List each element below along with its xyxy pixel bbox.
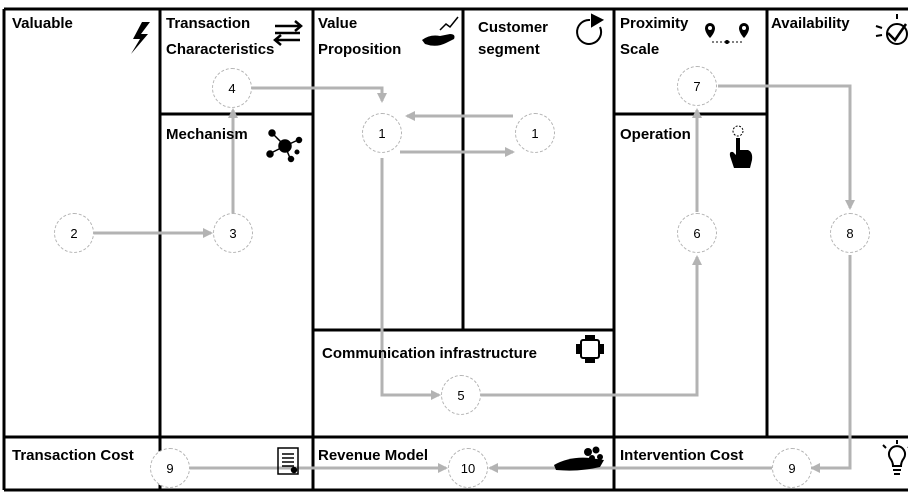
proximity-scale-label-line2: Scale: [620, 41, 660, 58]
arrow-7-to-8: [718, 84, 855, 210]
step-circle-5: 5: [441, 375, 481, 415]
arrow-1-to-5: [380, 158, 441, 400]
transaction-characteristics-label-line2: Characteristics: [166, 41, 275, 58]
revenue-model-label: Revenue Model: [318, 447, 429, 464]
intervention-cost-label: Intervention Cost: [620, 447, 744, 464]
coins-hand-icon: [554, 446, 604, 471]
step-circle-1-value-proposition: 1: [362, 113, 402, 153]
grid-lines: [2, 7, 908, 492]
availability-label: Availability: [771, 15, 850, 32]
customer-segment-label-line1: Customer: [478, 19, 549, 36]
step-circle-8: 8: [830, 213, 870, 253]
proximity-scale-label-line1: Proximity: [620, 15, 689, 32]
step-circle-3: 3: [213, 213, 253, 253]
step-circle-6: 6: [677, 213, 717, 253]
flow-arrows: [94, 84, 855, 473]
step-circle-1-customer-segment: 1: [515, 113, 555, 153]
circular-arrow-icon: [576, 13, 605, 45]
step-circle-4: 4: [212, 68, 252, 108]
step-circle-9-transaction-cost: 9: [150, 448, 190, 488]
transaction-cost-label: Transaction Cost: [12, 447, 134, 464]
step-circle-10: 10: [448, 448, 488, 488]
operation-label: Operation: [620, 126, 691, 143]
value-proposition-label-line1: Value: [318, 15, 358, 32]
document-icon: [277, 447, 299, 475]
connected-screen-icon: [576, 335, 604, 363]
hand-growth-icon: [422, 16, 459, 46]
value-proposition-label-line2: Proposition: [318, 41, 402, 58]
step-circle-2: 2: [54, 213, 94, 253]
step-circle-7: 7: [677, 66, 717, 106]
lightbulb-icon: [882, 440, 908, 475]
checkmark-lightbulb-icon: [875, 14, 908, 45]
map-pins-icon: [705, 23, 749, 44]
arrow-8-to-9: [810, 255, 852, 473]
communication-infrastructure-label: Communication infrastructure: [322, 345, 538, 362]
arrow-5-to-6: [481, 255, 702, 397]
pointing-hand-icon: [729, 125, 753, 168]
valuable-label: Valuable: [12, 15, 73, 32]
exchange-arrows-icon: [273, 20, 303, 46]
network-nodes-icon: [266, 129, 303, 163]
transaction-characteristics-label-line1: Transaction: [166, 15, 251, 32]
step-circle-9-intervention-cost: 9: [772, 448, 812, 488]
customer-segment-label-line2: segment: [478, 41, 540, 58]
arrow-4-to-1: [252, 86, 387, 103]
mechanism-label: Mechanism: [166, 126, 248, 143]
lightning-icon: [131, 22, 150, 54]
